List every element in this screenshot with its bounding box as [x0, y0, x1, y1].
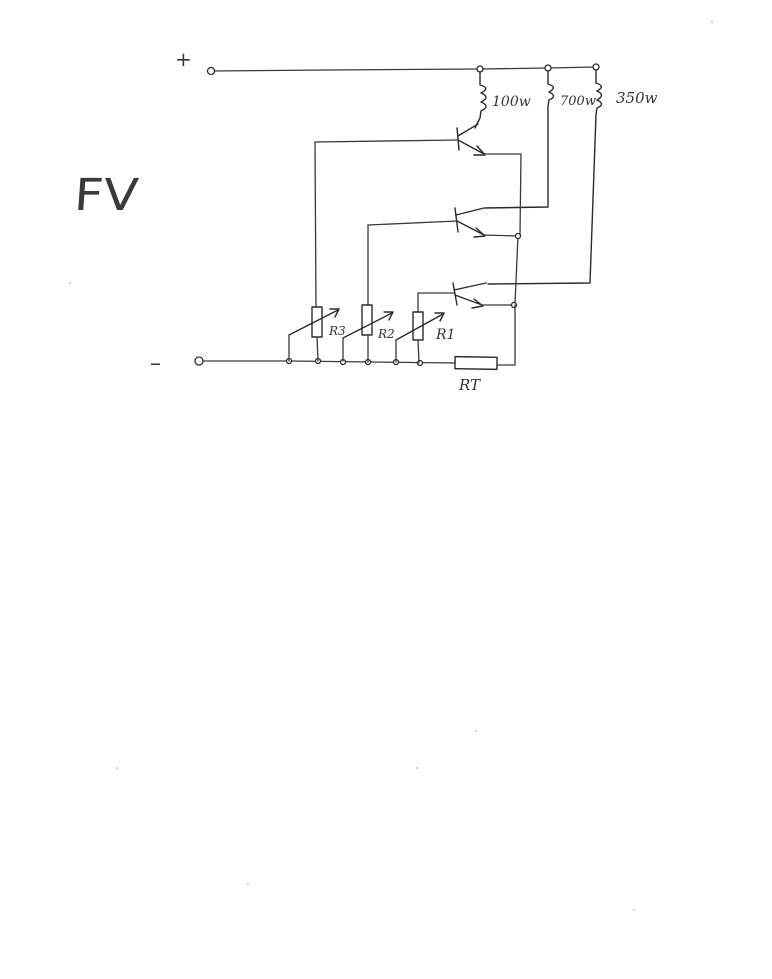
load-3-coil — [487, 69, 603, 285]
load-1-label: 100w — [492, 94, 531, 110]
potentiometer-r1-icon — [395, 292, 445, 364]
potentiometer-r3-label: R3 — [328, 324, 346, 338]
rail-node-6 — [416, 359, 424, 367]
potentiometer-r1-label: R1 — [435, 327, 455, 343]
negative-rail — [194, 356, 456, 367]
transistor-q3-icon — [417, 282, 518, 309]
potentiometer-r3-icon — [288, 141, 344, 362]
transistor-q2-icon — [367, 207, 522, 305]
scan-specks — [69, 21, 713, 911]
rail-junction-3 — [592, 63, 600, 71]
potentiometer-r2-icon — [342, 224, 394, 363]
rail-junction-1 — [476, 65, 484, 73]
sense-resistor-label: RT — [458, 376, 481, 394]
load-2-coil — [484, 70, 555, 209]
positive-terminal-sign: + — [175, 47, 192, 71]
transistor-q1-icon — [314, 123, 522, 235]
negative-terminal — [194, 356, 204, 366]
potentiometer-r2-label: R2 — [377, 327, 395, 341]
emitter-junction-q3 — [510, 301, 518, 309]
positive-terminal — [206, 66, 216, 76]
sense-resistor-rt — [454, 355, 498, 371]
diagram-title: FV — [73, 170, 141, 221]
load-2-label: 700w — [560, 94, 596, 109]
load-3-label: 350w — [616, 89, 658, 107]
negative-terminal-sign: – — [150, 351, 161, 376]
rail-junction-2 — [544, 64, 552, 72]
positive-rail — [206, 63, 600, 76]
load-1-coil — [474, 71, 487, 129]
emitter-bus — [496, 304, 516, 366]
emitter-junction-q2 — [514, 232, 522, 240]
